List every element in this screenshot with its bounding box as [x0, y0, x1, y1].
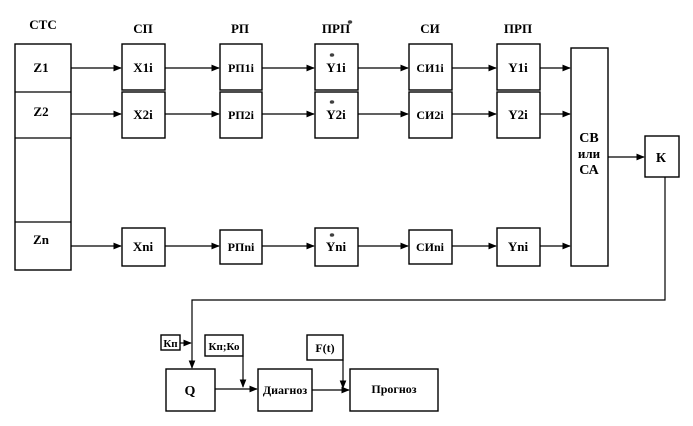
box-sv	[570, 47, 609, 267]
box-yn	[496, 227, 541, 267]
row-1: X1i РП1i Y1i * СИ1i Y1i	[71, 43, 571, 91]
label-x2: X2i	[133, 107, 153, 122]
box-x2	[121, 91, 166, 139]
label-diagnosis: Диагноз	[263, 383, 308, 397]
box-k	[644, 135, 680, 178]
label-yprpn-mark: *	[329, 231, 335, 243]
sv-block: СВ или СА	[570, 47, 609, 267]
header-sp: СП	[133, 21, 153, 36]
label-sv-line3: СА	[579, 163, 599, 178]
feedback-line-k-q	[188, 177, 666, 369]
box-prognosis	[349, 368, 439, 412]
header-si: СИ	[420, 21, 440, 36]
label-k: К	[656, 151, 667, 166]
box-kn-ko	[204, 334, 244, 357]
label-yprp1-mark: *	[329, 51, 335, 63]
stc-block: Z1 Z2 Zn	[14, 43, 72, 271]
stc-z1: Z1	[33, 60, 48, 75]
box-rp1	[219, 43, 263, 91]
label-kn: Кп	[163, 338, 178, 350]
header-prp: ПРП	[504, 21, 532, 36]
box-yprpn	[314, 227, 359, 267]
header-stc: СТС	[29, 17, 56, 32]
box-sin	[408, 229, 453, 265]
box-si2	[408, 91, 453, 139]
label-q: Q	[185, 384, 196, 399]
label-si1: СИ1i	[416, 61, 444, 75]
label-y1: Y1i	[508, 60, 528, 75]
row-n: Xni РПni Yni * СИni Yni	[71, 227, 571, 267]
header-prp-star: ПРП	[322, 21, 350, 36]
box-q	[165, 368, 216, 412]
stc-zn: Zn	[33, 232, 50, 247]
stc-outer-box	[14, 43, 72, 271]
label-y2: Y2i	[508, 107, 528, 122]
label-yprp1: Y1i	[326, 60, 346, 75]
row-2: X2i РП2i Y2i * СИ2i Y2i	[71, 91, 571, 139]
box-x1	[121, 43, 166, 91]
label-rpn: РПni	[228, 240, 255, 254]
label-sv-line2: или	[578, 146, 601, 161]
label-yprp2: Y2i	[326, 107, 346, 122]
stc-z2: Z2	[33, 104, 48, 119]
box-rpn	[219, 229, 263, 265]
label-rp1: РП1i	[228, 61, 255, 75]
box-yprp2	[314, 91, 359, 139]
label-xn: Xni	[133, 239, 154, 254]
box-xn	[121, 227, 166, 267]
header-prp-star-mark: *	[347, 18, 353, 30]
label-x1: X1i	[133, 60, 153, 75]
header-rp: РП	[231, 21, 249, 36]
label-rp2: РП2i	[228, 108, 255, 122]
label-si2: СИ2i	[416, 108, 444, 122]
box-diagnosis	[257, 368, 313, 412]
box-si1	[408, 43, 453, 91]
label-kn-ko: Кп;Ко	[209, 341, 240, 353]
bottom-section: Кп Q Кп;Ко Диагноз F(t) Прогноз	[160, 334, 439, 412]
box-yprp1	[314, 43, 359, 91]
label-sin: СИni	[416, 240, 445, 254]
box-ft	[306, 334, 344, 361]
box-rp2	[219, 91, 263, 139]
label-sv-line1: СВ	[579, 131, 598, 146]
box-y1	[496, 43, 541, 91]
label-yprp2-mark: *	[329, 98, 335, 110]
label-prognosis: Прогноз	[371, 382, 416, 396]
label-ft: F(t)	[315, 341, 334, 355]
label-yprpn: Yni	[326, 239, 347, 254]
label-yn: Yni	[508, 239, 529, 254]
box-y2	[496, 91, 541, 139]
